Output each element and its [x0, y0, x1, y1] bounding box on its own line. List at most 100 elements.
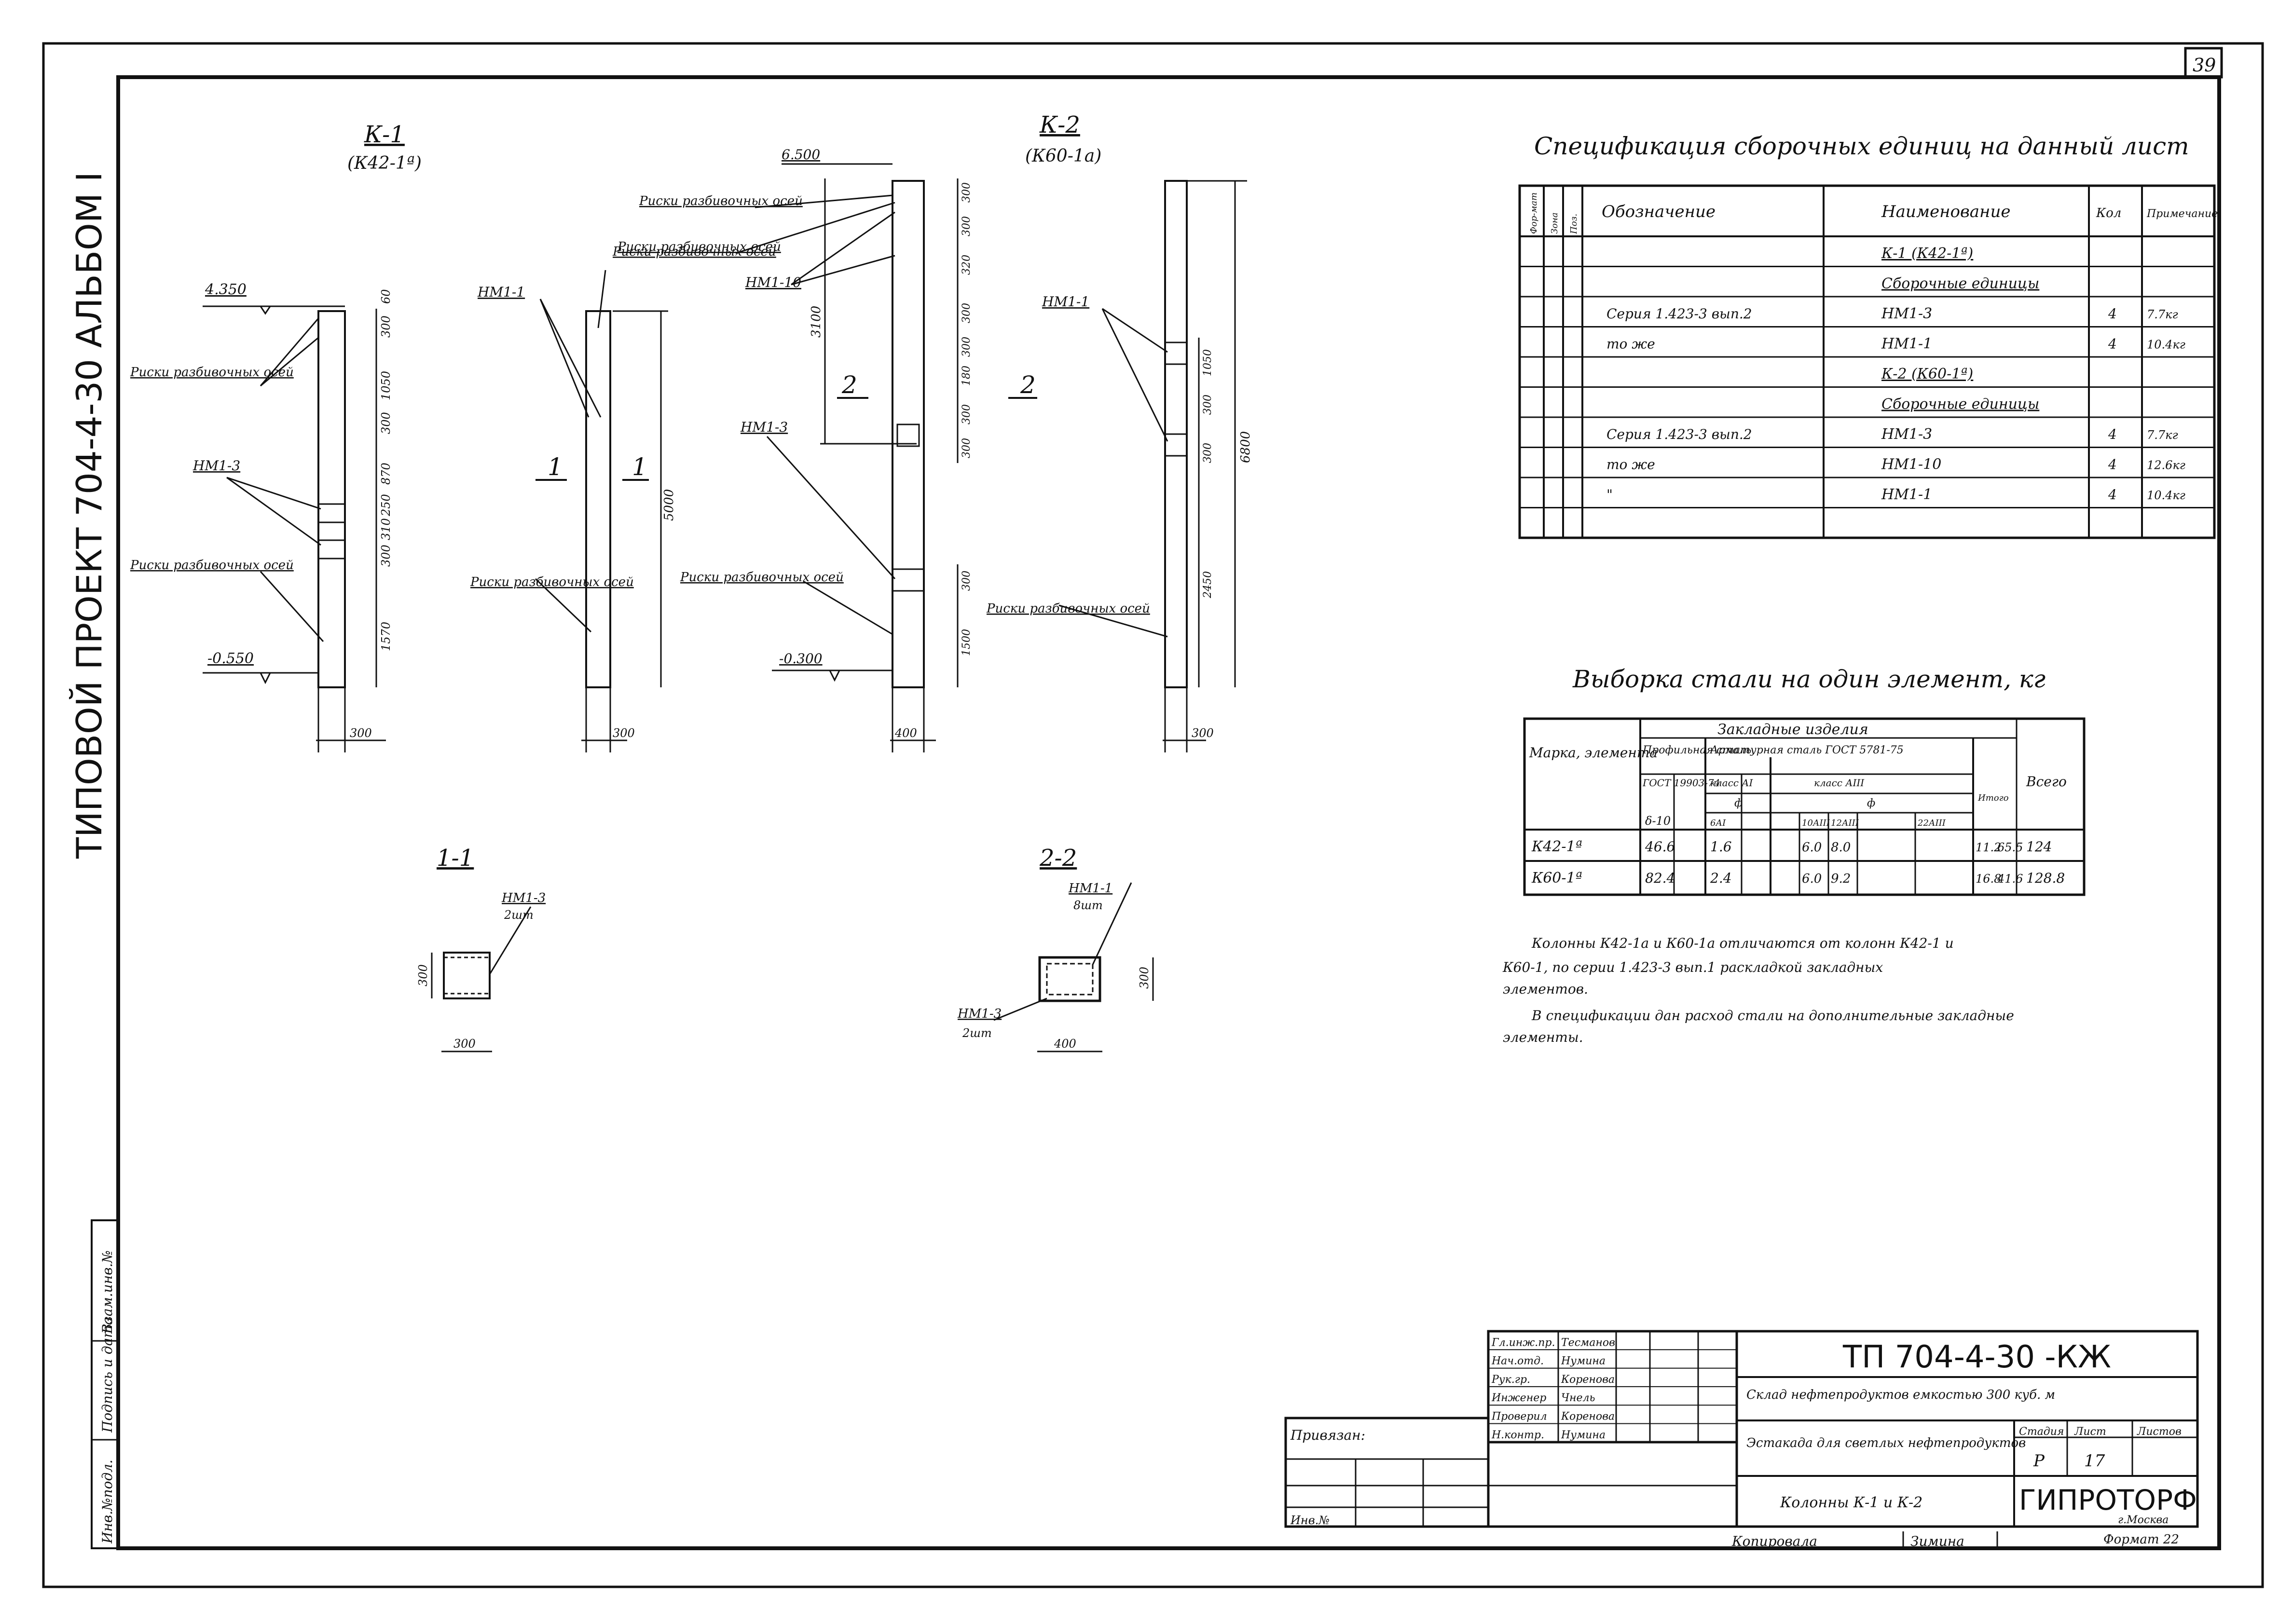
tb-sheet-h: Лист — [2074, 1426, 2106, 1438]
section-mark-1a: 1 — [548, 453, 563, 481]
k1-dim-0: 60 — [379, 289, 393, 304]
s22-h: 300 — [1138, 967, 1151, 989]
steel-cell-a1: 1.6 — [1710, 839, 1732, 855]
note-1-line-1: Колонны К42-1а и К60-1а отличаются от ко… — [1531, 935, 1954, 951]
steel-h-c2: 10АIII — [1802, 818, 1830, 828]
left-approval-strip — [91, 1219, 119, 1549]
steel-cell-sum: 41.6 — [1997, 872, 2023, 886]
steel-h-a3: класс АIII — [1814, 777, 1865, 789]
tb-drawing: Колонны К-1 и К-2 — [1780, 1494, 1922, 1511]
k2-bottom-level: -0.300 — [779, 651, 823, 667]
spec-cell-qty: 4 — [2108, 487, 2117, 503]
note-1-line-3: элементов. — [1503, 981, 1588, 997]
spec-cell-name: К-1 (К42-1ª) — [1881, 245, 1973, 262]
steel-h-c3: 12АIII — [1831, 818, 1859, 828]
strip-label-inv: Инв.№подл. — [99, 1460, 115, 1544]
s11-tag: НМ1-3 — [501, 891, 546, 905]
k2b-height: 6800 — [1238, 431, 1253, 463]
tb-signer-name: Нумина — [1561, 1429, 1606, 1441]
tb-signer-role: Гл.инж.пр. — [1491, 1337, 1555, 1349]
k2-low-dim-1: 1500 — [961, 629, 973, 656]
tb-format: Формат 22 — [2103, 1532, 2179, 1547]
spec-cell-note: 12.6кг — [2147, 459, 2185, 472]
s22-title: 2-2 — [1039, 845, 1077, 872]
k1-callout-nm13: НМ1-3 — [192, 458, 240, 474]
k2-left-dim: 3100 — [809, 306, 824, 338]
tb-inv: Инв.№ — [1290, 1514, 1330, 1527]
s11-qty: 2шт — [504, 908, 534, 922]
steel-h-zakl: Закладные изделия — [1717, 721, 1868, 738]
section-mark-2b: 2 — [1020, 371, 1036, 399]
spec-cell-qty: 4 — [2108, 306, 2117, 322]
k1-width: 300 — [350, 726, 372, 740]
tb-stage: Р — [2033, 1451, 2045, 1471]
tb-privyazan: Привязан: — [1290, 1427, 1365, 1443]
k1-dim-6: 310 — [379, 518, 393, 540]
steel-h-phi1: ф — [1734, 797, 1743, 809]
sheet-number-box — [2184, 47, 2223, 79]
k1-callout-risk-bottom: Риски разбивочных осей — [130, 558, 294, 573]
tb-signer-name: Нумина — [1561, 1355, 1606, 1367]
k2b-callout-nm11: НМ1-1 — [1042, 294, 1089, 310]
steel-cell-vsego: 128.8 — [2026, 870, 2065, 886]
note-2-line-2: элементы. — [1503, 1029, 1583, 1045]
k2b-width: 300 — [1192, 726, 1214, 740]
tb-copier: Зимина — [1910, 1533, 1964, 1549]
steel-h-prof-gost: ГОСТ 19903-74 — [1642, 777, 1720, 789]
spec-cell-oboz: то же — [1606, 457, 1655, 473]
steel-cell-sum: 65.5 — [1997, 841, 2023, 854]
k2-top-level: 6.500 — [782, 147, 820, 163]
k1-dim-8: 1570 — [379, 622, 393, 651]
spec-h-pos: Поз. — [1569, 214, 1579, 234]
tb-project: Склад нефтепродуктов емкостью 300 куб. м — [1746, 1388, 2055, 1402]
steel-h-vsego: Всего — [2026, 774, 2067, 790]
steel-cell-c3: 9.2 — [1831, 872, 1851, 886]
s22-w: 400 — [1054, 1037, 1076, 1051]
tb-signer-role: Рук.гр. — [1491, 1374, 1530, 1386]
elevation-k1-side: 5000 300 НМ1-1 Риски разбивочных осей Ри… — [470, 245, 776, 752]
spec-h-note: Примечание — [2146, 208, 2218, 220]
note-1-line-2: К60-1, по серии 1.423-3 вып.1 раскладкой… — [1502, 959, 1883, 975]
elevation-k2-side: 6800 1050 300 300 2450 300 НМ1-1 Риски р… — [986, 180, 1253, 752]
k2-dim-2: 320 — [961, 255, 973, 275]
k2-width: 400 — [894, 726, 917, 740]
steel-cell-itogo: 11.2 — [1976, 841, 2001, 854]
k2-dim-4: 300 — [961, 337, 973, 357]
spec-cell-name: НМ1-10 — [1881, 456, 1941, 473]
k1b-height: 5000 — [662, 489, 676, 521]
tb-code: ТП 704-4-30 -КЖ — [1842, 1339, 2111, 1375]
tb-stage-h: Стадия — [2019, 1426, 2064, 1438]
section-1-1: 1-1 НМ1-3 2шт 300 300 — [416, 845, 546, 1052]
spec-cell-note: 10.4кг — [2147, 338, 2185, 352]
k2-callout-nm110: НМ1-10 — [745, 274, 801, 290]
spec-cell-name: Сборочные единицы — [1881, 396, 2039, 413]
k2-dim-6: 300 — [961, 404, 973, 424]
spec-cell-name: НМ1-3 — [1881, 305, 1932, 322]
spec-cell-oboz: Серия 1.423-3 вып.2 — [1606, 426, 1752, 442]
spec-h-qty: Кол — [2096, 206, 2121, 220]
steel-h-marka: Марка, элемента — [1529, 745, 1658, 761]
k1b-callout-nm11: НМ1-1 — [477, 284, 525, 300]
tb-sheets-h: Листов — [2137, 1426, 2182, 1438]
s11-title: 1-1 — [437, 845, 474, 872]
k1b-width: 300 — [613, 726, 635, 740]
tb-signer-name: Коренова — [1561, 1411, 1615, 1423]
steel-cell-mark: К42-1ª — [1531, 838, 1582, 855]
spec-h-zone: Зона — [1550, 212, 1560, 234]
k1-dim-1: 300 — [379, 315, 393, 338]
steel-cell-vsego: 124 — [2026, 839, 2052, 855]
outer-frame — [42, 42, 2264, 1588]
spec-cell-name: НМ1-3 — [1881, 426, 1932, 443]
tb-signer-role: Инженер — [1491, 1392, 1546, 1404]
spec-cell-qty: 4 — [2108, 457, 2117, 473]
tb-signer-role: Н.контр. — [1491, 1429, 1544, 1441]
section-mark-2a: 2 — [841, 371, 857, 399]
sheet-number: 39 — [2193, 55, 2216, 76]
k2b-dim-2: 300 — [1202, 443, 1214, 463]
steel-h-prof: Профильная сталь — [1642, 744, 1751, 756]
steel-cell-a1: 2.4 — [1710, 870, 1732, 886]
steel-h-c4: 22АIII — [1917, 818, 1946, 828]
side-title: ТИПОВОЙ ПРОЕКТ 704-4-30 АЛЬБОМ I — [69, 172, 110, 859]
steel-cell-c2: 6.0 — [1802, 872, 1822, 886]
spec-cell-note: 10.4кг — [2147, 489, 2185, 502]
